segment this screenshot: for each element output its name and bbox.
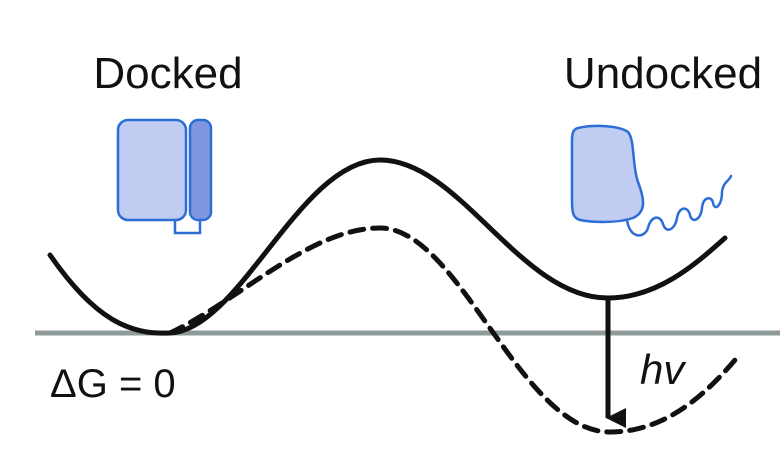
tether-icon: [625, 174, 733, 237]
undocked-protein-icon: [570, 124, 733, 237]
light-state-energy-curve: [167, 225, 738, 435]
undocked-label: Undocked: [564, 49, 762, 98]
docked-label: Docked: [93, 49, 242, 98]
ground-state-energy-curve: [47, 157, 728, 336]
photon-label: hv: [640, 346, 687, 393]
delta-g-label: ΔG = 0: [50, 362, 176, 406]
docked-protein-icon: [116, 118, 213, 235]
